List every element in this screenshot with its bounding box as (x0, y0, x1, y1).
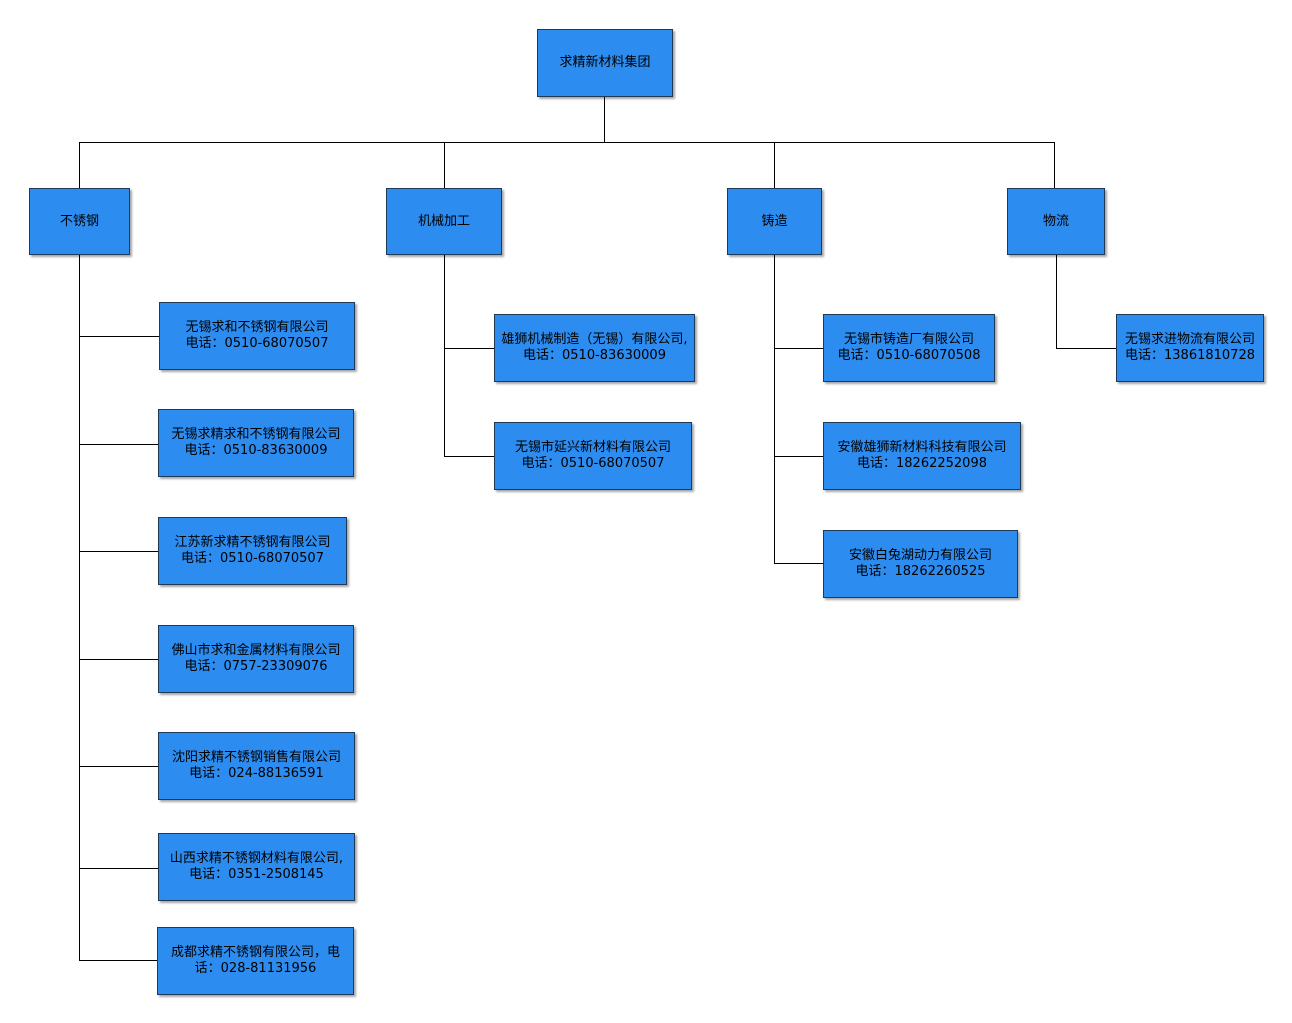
company-name: 佛山市求和金属材料有限公司 (171, 643, 341, 658)
company-phone: 电话：0510-68070507 (185, 336, 329, 351)
branch-line (1056, 348, 1116, 349)
trunk-line (1056, 255, 1057, 349)
company-node: 江苏新求精不锈钢有限公司 电话：0510-68070507 (158, 517, 347, 585)
branch-line (79, 444, 158, 445)
root-node: 求精新材料集团 (537, 29, 673, 97)
company-phone: 电话：0510-68070508 (837, 348, 981, 363)
division-drop-line (79, 142, 80, 188)
division-label: 机械加工 (417, 213, 470, 229)
division-label: 不锈钢 (59, 213, 99, 229)
division-drop-line (1054, 142, 1055, 188)
branch-line (774, 456, 823, 457)
company-node: 成都求精不锈钢有限公司，电 话：028-81131956 (157, 927, 354, 995)
company-phone: 电话：0510-68070507 (521, 456, 665, 471)
company-name: 安徽白兔湖动力有限公司 (848, 548, 992, 563)
company-name: 成都求精不锈钢有限公司，电 (170, 945, 340, 960)
branch-line (774, 348, 823, 349)
company-node: 安徽雄狮新材料科技有限公司 电话：18262252098 (823, 422, 1021, 490)
branch-line (444, 456, 494, 457)
company-node: 无锡求和不锈钢有限公司 电话：0510-68070507 (159, 302, 355, 370)
company-node: 沈阳求精不锈钢销售有限公司 电话：024-88136591 (158, 732, 355, 800)
branch-line (79, 960, 157, 961)
company-phone: 电话：0510-68070507 (181, 551, 324, 566)
company-phone: 电话：18262252098 (857, 456, 987, 471)
branch-line (79, 336, 159, 337)
company-phone: 电话：18262260525 (855, 564, 986, 579)
company-node: 佛山市求和金属材料有限公司 电话：0757-23309076 (158, 625, 354, 693)
branch-line (444, 348, 494, 349)
root-label: 求精新材料集团 (559, 55, 651, 70)
company-name: 无锡市铸造厂有限公司 (843, 332, 974, 347)
company-node: 无锡求进物流有限公司 电话：13861810728 (1116, 314, 1264, 382)
company-name: 无锡求精求和不锈钢有限公司 (171, 427, 341, 442)
company-phone: 电话：13861810728 (1125, 348, 1255, 363)
company-phone: 电话：024-88136591 (189, 766, 324, 781)
company-name: 无锡求进物流有限公司 (1124, 332, 1255, 347)
company-node: 无锡市铸造厂有限公司 电话：0510-68070508 (823, 314, 995, 382)
company-name: 沈阳求精不锈钢销售有限公司 (171, 750, 341, 765)
company-node: 安徽白兔湖动力有限公司 电话：18262260525 (823, 530, 1018, 598)
company-node: 雄狮机械制造（无锡）有限公司, 电话：0510-83630009 (494, 314, 695, 382)
company-phone: 话：028-81131956 (194, 961, 317, 976)
company-phone: 电话：0351-2508145 (189, 867, 324, 882)
company-node: 无锡求精求和不锈钢有限公司 电话：0510-83630009 (158, 409, 354, 477)
company-name: 安徽雄狮新材料科技有限公司 (837, 440, 1007, 455)
trunk-line (444, 255, 445, 457)
company-phone: 电话：0510-83630009 (523, 348, 666, 363)
division-node-casting: 铸造 (727, 188, 822, 255)
division-drop-line (774, 142, 775, 188)
company-phone: 电话：0757-23309076 (184, 659, 328, 674)
branch-line (79, 659, 158, 660)
division-bus-line (79, 142, 1054, 143)
division-drop-line (444, 142, 445, 188)
company-node: 山西求精不锈钢材料有限公司, 电话：0351-2508145 (158, 833, 355, 901)
company-node: 无锡市延兴新材料有限公司 电话：0510-68070507 (494, 422, 692, 490)
company-name: 无锡求和不锈钢有限公司 (185, 320, 329, 335)
trunk-line (774, 255, 775, 564)
company-phone: 电话：0510-83630009 (184, 443, 328, 458)
division-node-stainless-steel: 不锈钢 (29, 188, 130, 255)
branch-line (79, 868, 158, 869)
division-label: 物流 (1042, 213, 1069, 229)
division-node-machining: 机械加工 (386, 188, 502, 255)
company-name: 江苏新求精不锈钢有限公司 (174, 535, 331, 550)
branch-line (79, 766, 158, 767)
branch-line (774, 563, 823, 564)
root-connector-line (604, 97, 605, 143)
company-name: 雄狮机械制造（无锡）有限公司, (501, 332, 688, 347)
division-label: 铸造 (761, 213, 788, 229)
branch-line (79, 551, 158, 552)
division-node-logistics: 物流 (1007, 188, 1105, 255)
company-name: 无锡市延兴新材料有限公司 (514, 440, 671, 455)
company-name: 山西求精不锈钢材料有限公司, (169, 851, 344, 866)
trunk-line (79, 255, 80, 961)
